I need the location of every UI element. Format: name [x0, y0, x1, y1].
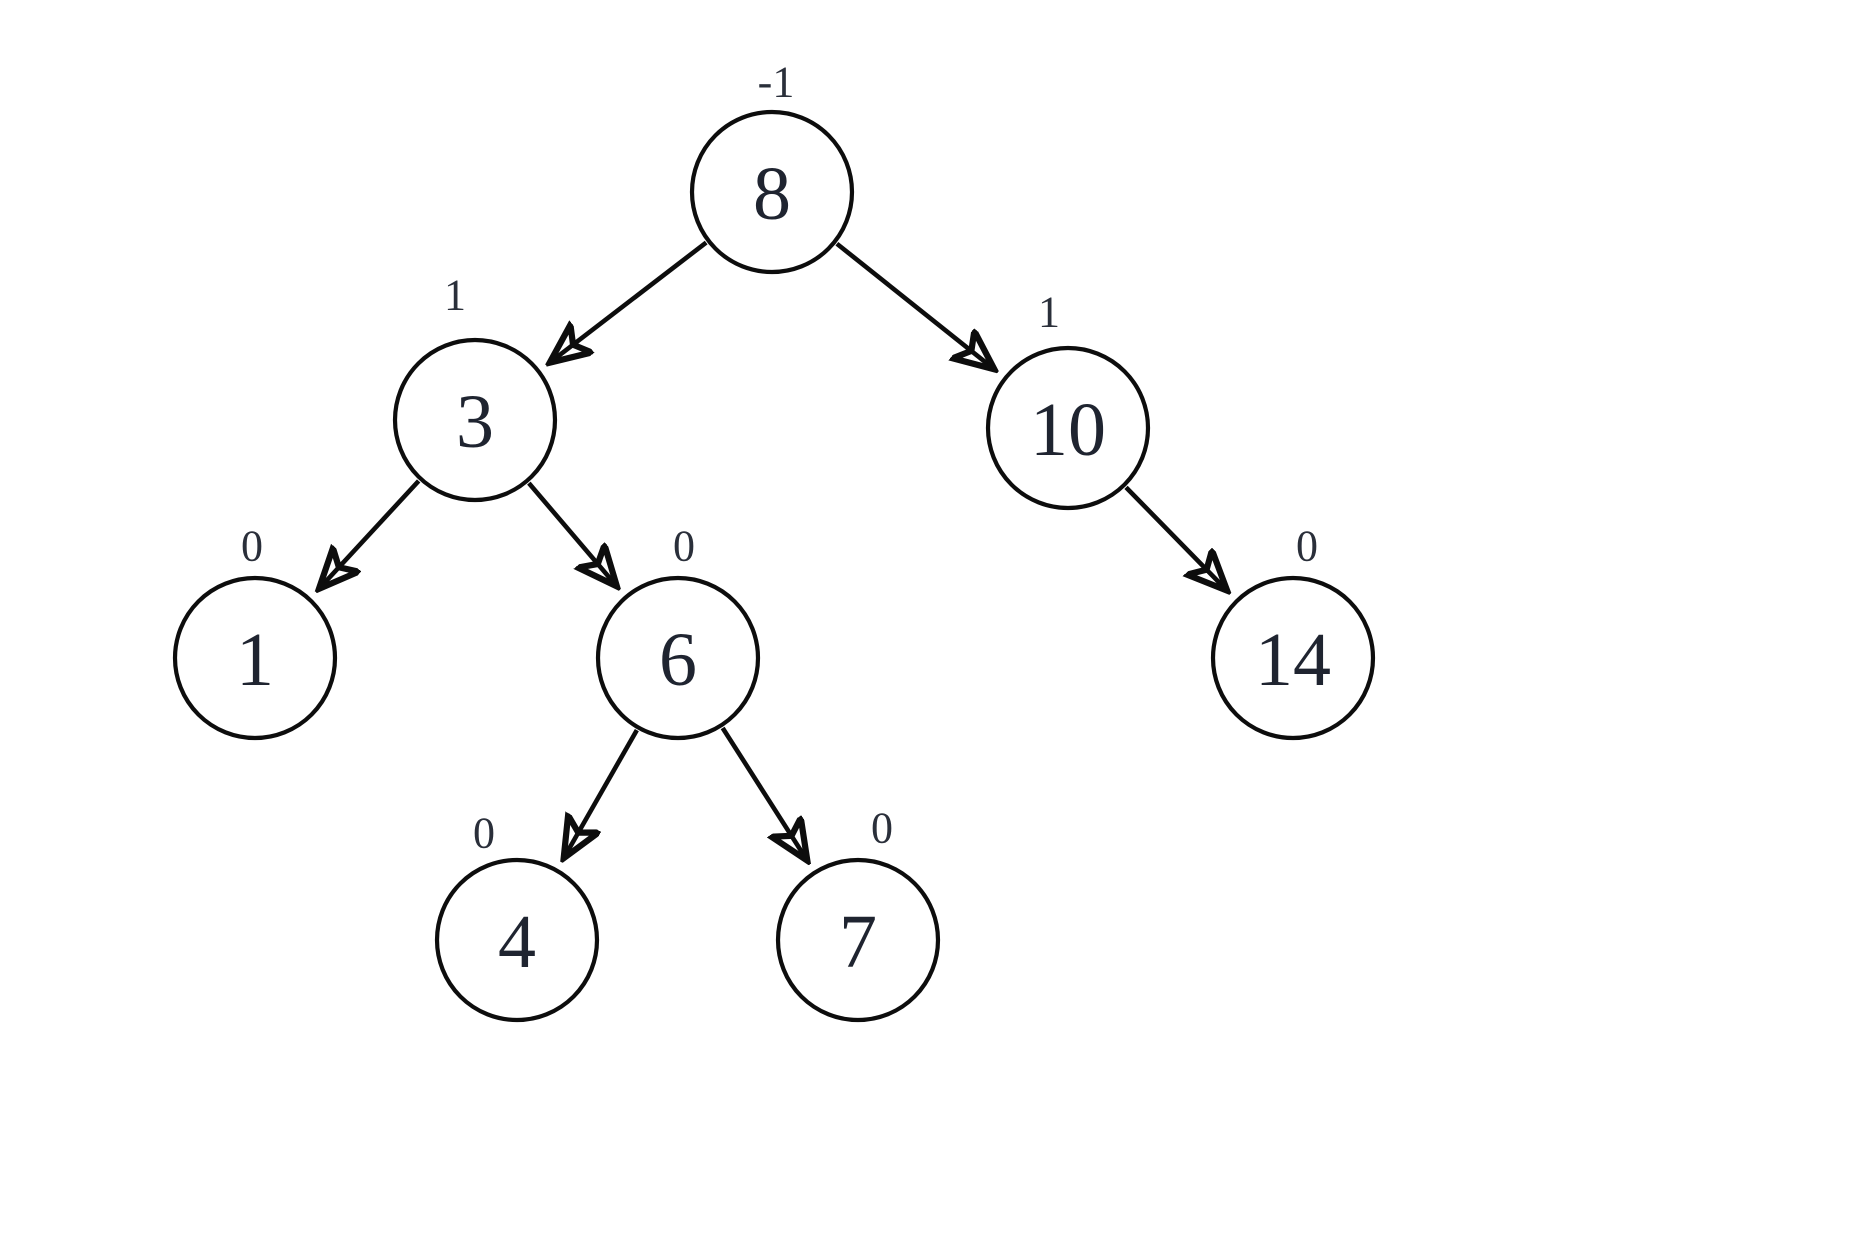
balance-factor-label-4: 0 — [473, 809, 495, 858]
tree-node-14[interactable]: 14 — [1210, 575, 1376, 741]
node-circle-3[interactable] — [392, 337, 558, 503]
node-key-label-4: 4 — [498, 900, 536, 984]
tree-edge-n3-to-n6 — [527, 481, 616, 585]
balance-factor-label-3: 1 — [444, 271, 466, 320]
tree-edge-n3-to-n1 — [320, 479, 421, 588]
tree-node-3[interactable]: 3 — [392, 337, 558, 503]
node-circle-14[interactable] — [1210, 575, 1376, 741]
node-key-label-7: 7 — [839, 900, 877, 984]
tree-edge-n10-to-n14 — [1124, 485, 1226, 589]
node-key-label-14: 14 — [1255, 618, 1331, 702]
node-circle-1[interactable] — [172, 575, 338, 741]
tree-node-7[interactable]: 7 — [775, 857, 941, 1023]
node-key-label-3: 3 — [456, 380, 494, 464]
tree-node-1[interactable]: 1 — [172, 575, 338, 741]
tree-node-4[interactable]: 4 — [434, 857, 600, 1023]
balance-factor-label-14: 0 — [1296, 522, 1318, 571]
node-key-label-8: 8 — [753, 152, 791, 236]
node-circle-8[interactable] — [689, 109, 855, 275]
tree-edge-n8-to-n3 — [551, 240, 708, 362]
node-circle-6[interactable] — [595, 575, 761, 741]
node-circle-7[interactable] — [775, 857, 941, 1023]
balance-factor-label-6: 0 — [673, 522, 695, 571]
tree-node-6[interactable]: 6 — [595, 575, 761, 741]
node-key-label-6: 6 — [659, 618, 697, 702]
tree-edge-n8-to-n10 — [835, 241, 993, 368]
tree-node-10[interactable]: 10 — [985, 345, 1151, 511]
balance-factor-label-8: -1 — [758, 58, 795, 107]
tree-edge-n6-to-n4 — [565, 728, 639, 857]
tree-node-8[interactable]: 8 — [689, 109, 855, 275]
node-key-label-10: 10 — [1030, 388, 1106, 472]
balance-factor-label-1: 0 — [241, 522, 263, 571]
node-key-label-1: 1 — [236, 618, 274, 702]
edges-layer — [320, 240, 1226, 860]
node-circle-10[interactable] — [985, 345, 1151, 511]
balance-factor-label-10: 1 — [1038, 288, 1060, 337]
tree-edge-n6-to-n7 — [720, 726, 807, 859]
balance-factor-label-7: 0 — [871, 804, 893, 853]
node-circle-4[interactable] — [434, 857, 600, 1023]
